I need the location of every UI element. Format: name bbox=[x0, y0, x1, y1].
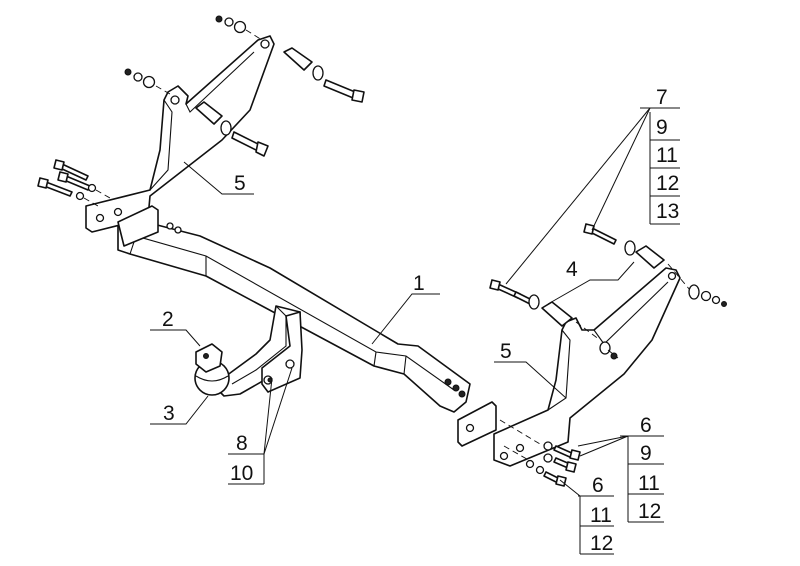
callout-4: 4 bbox=[547, 258, 635, 305]
callout-5-left: 5 bbox=[183, 161, 254, 195]
callout-group-bottom-left: 8 10 bbox=[228, 367, 293, 485]
group-ru-label-3: 12 bbox=[638, 500, 661, 523]
right-front-hardware bbox=[499, 419, 581, 487]
label-5-left: 5 bbox=[234, 172, 246, 195]
main-cross-beam bbox=[117, 205, 497, 447]
callout-5-right: 5 bbox=[494, 340, 567, 399]
label-3: 3 bbox=[163, 402, 175, 425]
group-ru-label-2: 11 bbox=[638, 472, 660, 495]
group-top-label-0: 7 bbox=[656, 86, 668, 109]
group-top-label-4: 13 bbox=[656, 200, 679, 223]
group-rl-label-0: 6 bbox=[592, 474, 604, 497]
callout-2: 2 bbox=[150, 308, 201, 347]
group-bl-label-0: 8 bbox=[236, 432, 248, 455]
group-ru-label-1: 9 bbox=[640, 442, 652, 465]
tow-ball-arm bbox=[194, 305, 303, 397]
group-top-label-1: 9 bbox=[656, 116, 668, 139]
callout-3: 3 bbox=[150, 395, 209, 425]
callout-1: 1 bbox=[371, 272, 440, 345]
group-bl-label-1: 10 bbox=[230, 462, 253, 485]
left-upper-hardware bbox=[124, 15, 365, 157]
group-rl-label-1: 11 bbox=[590, 504, 612, 527]
callout-group-right-lower: 6 11 12 bbox=[559, 474, 614, 555]
callout-group-right-upper: 6 9 11 12 bbox=[577, 414, 664, 523]
label-4: 4 bbox=[566, 258, 578, 281]
group-rl-label-2: 12 bbox=[590, 532, 613, 555]
group-ru-label-0: 6 bbox=[640, 414, 652, 437]
label-5-right: 5 bbox=[500, 340, 512, 363]
right-bracket bbox=[493, 267, 681, 467]
label-2: 2 bbox=[162, 308, 174, 331]
group-top-label-3: 12 bbox=[656, 172, 679, 195]
group-top-label-2: 11 bbox=[656, 144, 678, 167]
left-bracket bbox=[85, 35, 275, 233]
label-1: 1 bbox=[413, 272, 425, 295]
left-front-bolts bbox=[37, 159, 111, 207]
callout-group-top-right: 7 9 11 12 13 bbox=[505, 86, 680, 285]
